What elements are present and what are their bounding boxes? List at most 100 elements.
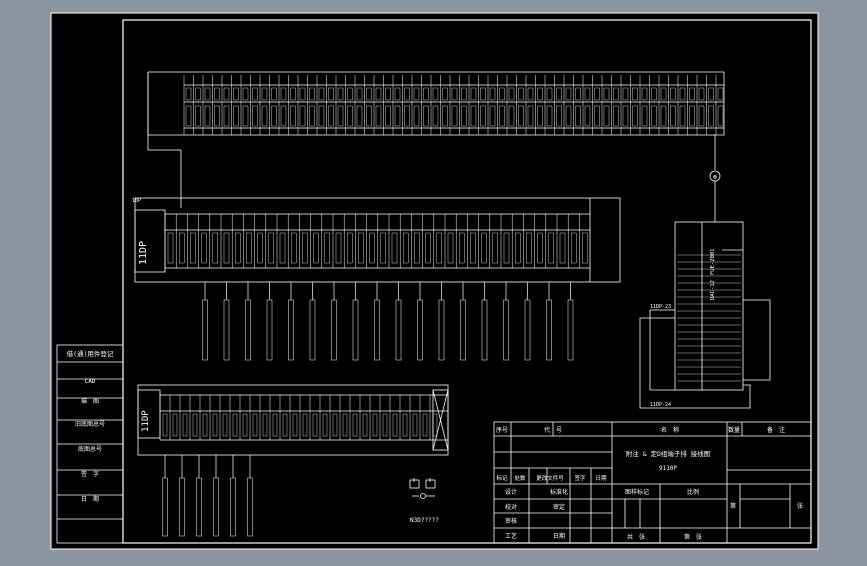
strip-cell-mark [537,87,543,101]
strip-cell-mark [261,87,268,101]
strip-cell-mark [451,105,458,127]
terminal-mark [162,413,168,437]
terminal-mark [571,232,577,264]
strip-cell-mark [565,105,572,127]
strip-cell-mark [537,105,543,127]
strip-cell-mark [480,105,486,127]
terminal-mark [335,232,342,264]
cable-tag [245,299,251,361]
wire-label-23: 11DP-23 [650,304,671,310]
stage-label: 图样标记 [625,488,649,496]
right-col-2: 张 [797,502,803,510]
strip-cell-mark [708,87,714,101]
strip-cell-mark [641,87,648,101]
sign-row-label: 日期 [553,532,565,540]
sign-row-label: 审定 [553,503,565,511]
terminal-mark [372,413,378,437]
strip-cell-mark [499,105,505,127]
strip-cell-mark [328,87,334,101]
terminal-mark [223,232,230,264]
strip-cell-mark [204,105,211,127]
terminal-mark [212,232,219,264]
upper-block-terminals [164,214,588,268]
terminal-mark [192,413,198,437]
terminal-mark [470,232,476,264]
terminal-mark [279,232,286,264]
strip-cell-mark [223,105,230,127]
left-panel-row-label: 描 图 [81,397,99,405]
strip-cell-mark [413,87,420,101]
cable-tag [374,299,380,361]
strip-cell-mark [404,87,410,101]
strip-cell-mark [575,105,581,127]
strip-cell-mark [394,105,401,127]
terminal-mark [369,232,375,264]
strip-cell-mark [233,105,239,127]
cable-tag [213,477,219,537]
cable-tag [417,299,423,361]
terminal-mark [358,232,364,264]
terminal-mark [422,413,428,437]
strip-cell-mark [432,87,439,101]
strip-cell-mark [299,87,306,101]
right-col-1: 第 [730,502,736,510]
terminal-mark [515,232,521,264]
revision-column-label: 更改文件号 [536,474,564,482]
strip-cell-mark [670,87,676,101]
top-strip-terminals [183,75,724,135]
strip-cell-mark [242,105,249,127]
strip-cell-mark [318,105,325,127]
strip-cell-mark [223,87,230,101]
strip-cell-mark [242,87,249,101]
strip-cell-mark [461,87,467,101]
cable-tag [230,477,236,537]
terminal-mark [492,232,498,264]
cable-tag [223,299,230,361]
strip-cell-mark [328,105,334,127]
strip-cell-mark [442,105,448,127]
strip-cell-mark [375,87,382,101]
terminal-mark [282,413,288,437]
strip-cell-mark [641,105,648,127]
tb-header-qty: 数量 [728,426,740,434]
strip-cell-mark [632,87,638,101]
strip-cell-mark [309,87,315,101]
strip-cell-mark [337,105,344,127]
strip-cell-mark [556,105,562,127]
terminal-mark [234,232,241,264]
terminal-mark [362,413,368,437]
sign-row-label: 工艺 [505,532,517,540]
strip-cell-mark [394,87,401,101]
strip-cell-mark [337,87,344,101]
strip-cell-mark [413,105,420,127]
strip-cell-mark [252,87,258,101]
terminal-mark [582,232,588,264]
terminal-mark [412,413,418,437]
strip-cell-mark [698,105,705,127]
strip-cell-mark [546,105,553,127]
strip-cell-mark [233,87,239,101]
terminal-mark [382,413,388,437]
terminal-mark [312,413,318,437]
strip-cell-mark [689,105,695,127]
terminal-mark [322,413,328,437]
revision-columns: 标记处数更改文件号签字日期 [496,474,607,482]
strip-cell-mark [518,105,524,127]
top-terminal-strip [147,71,725,208]
sign-row-label: 标准化 [550,488,568,496]
strip-cell-mark [489,87,496,101]
terminal-mark [347,232,353,264]
strip-cell-mark [185,87,192,101]
strip-cell-mark [290,87,296,101]
drawing-sheet [50,12,819,550]
cable-tag [288,299,294,361]
left-panel-row-label: CAD [85,378,96,385]
strip-cell-mark [375,105,382,127]
strip-cell-mark [717,105,724,127]
cable-tag [481,299,488,361]
strip-cell-mark [603,105,610,127]
strip-cell-mark [613,105,619,127]
